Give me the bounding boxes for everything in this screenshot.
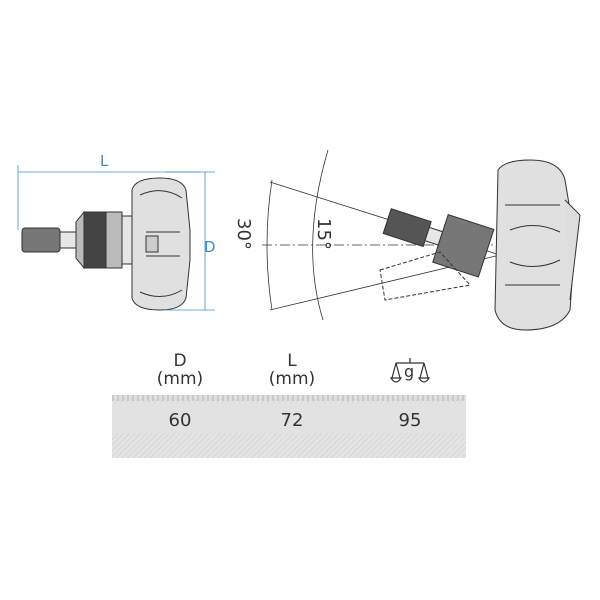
side-view	[21, 177, 191, 311]
scale-icon: g	[390, 358, 430, 383]
value-weight: 95	[398, 410, 422, 431]
header-name: D	[173, 351, 187, 371]
knob	[131, 177, 191, 311]
header-diameter: D (mm)	[125, 352, 235, 388]
weight-unit: g	[404, 362, 414, 381]
angle-15-label: 15°	[313, 218, 334, 250]
header-unit: (mm)	[268, 369, 316, 389]
table-body	[112, 395, 466, 458]
header-name: L	[287, 351, 297, 371]
value-diameter: 60	[168, 410, 192, 431]
stem	[59, 231, 77, 249]
value-length: 72	[280, 410, 304, 431]
header-weight: g	[355, 356, 465, 390]
knurled-tip	[21, 227, 61, 253]
header-length: L (mm)	[237, 352, 347, 388]
dim-length-label: L	[100, 152, 109, 170]
angled-view	[262, 149, 581, 331]
dimension-lines	[17, 165, 215, 311]
dim-diameter-label: D	[204, 238, 216, 256]
knob-angled	[494, 159, 576, 331]
header-unit: (mm)	[156, 369, 204, 389]
angle-30-label: 30°	[233, 218, 254, 250]
